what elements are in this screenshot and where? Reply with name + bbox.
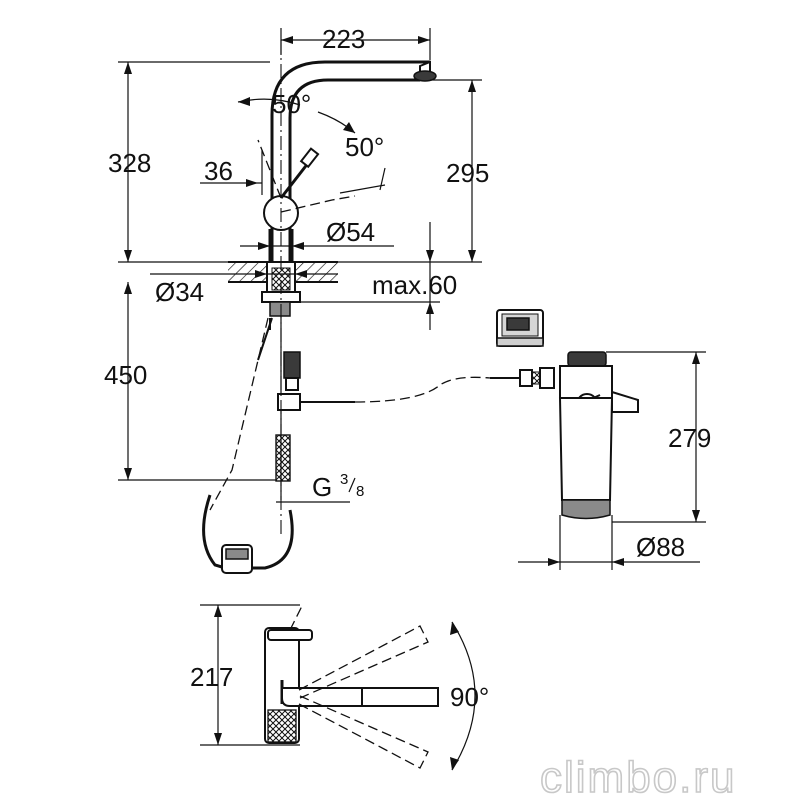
top-lever bbox=[267, 629, 313, 641]
top-spout-swivel-up bbox=[298, 625, 429, 699]
thread-connector bbox=[275, 434, 291, 482]
filter-hose-dashed bbox=[354, 376, 491, 403]
lever-right-dashed bbox=[280, 195, 356, 213]
dim-spout-reach: 223 bbox=[322, 24, 365, 54]
filter-unit bbox=[354, 309, 639, 520]
watermark: climbo.ru bbox=[540, 753, 737, 802]
filter-base bbox=[561, 499, 611, 520]
filter-bracket bbox=[611, 390, 639, 413]
dim-hole-diameter: Ø34 bbox=[155, 277, 204, 307]
top-spout-swivel-down bbox=[298, 695, 429, 769]
dim-thread-num: 3 bbox=[340, 471, 348, 488]
dim-body-diameter: Ø54 bbox=[326, 217, 375, 247]
dim-swivel-angle: 90° bbox=[450, 682, 489, 712]
filter-body bbox=[558, 397, 614, 501]
spout-aerator bbox=[413, 70, 437, 82]
hose-dashed-path bbox=[209, 317, 269, 511]
filter-dimensions: 279 Ø88 bbox=[518, 351, 711, 570]
swivel-arc bbox=[451, 621, 476, 771]
faucet-top-view: 217 90° bbox=[190, 604, 489, 771]
dimension-lines: 223 328 295 50° 50° 36 Ø54 bbox=[104, 24, 489, 503]
filter-cap bbox=[567, 351, 607, 367]
dim-lever-offset: 36 bbox=[204, 156, 233, 186]
dim-thread-prefix: G bbox=[312, 472, 332, 502]
dim-filter-diameter: Ø88 bbox=[636, 532, 685, 562]
hose-loop-left bbox=[202, 494, 233, 572]
dim-thread-den: 8 bbox=[356, 483, 364, 500]
dim-total-height: 328 bbox=[108, 148, 151, 178]
dim-spout-height: 295 bbox=[446, 158, 489, 188]
dim-max-deck: max.60 bbox=[372, 270, 457, 300]
spout-inner bbox=[288, 78, 420, 262]
spout-outer bbox=[270, 60, 430, 262]
dim-lever-angle-right: 50° bbox=[345, 132, 384, 162]
dim-filter-height: 279 bbox=[668, 423, 711, 453]
dim-hose-length: 450 bbox=[104, 360, 147, 390]
dim-top-view-height: 217 bbox=[190, 662, 233, 692]
dim-lever-angle-left: 50° bbox=[272, 89, 311, 119]
hose-loop-right bbox=[252, 509, 294, 570]
top-spout bbox=[281, 687, 439, 707]
lever-left-dashed bbox=[257, 139, 282, 199]
hose-connector bbox=[283, 351, 301, 379]
